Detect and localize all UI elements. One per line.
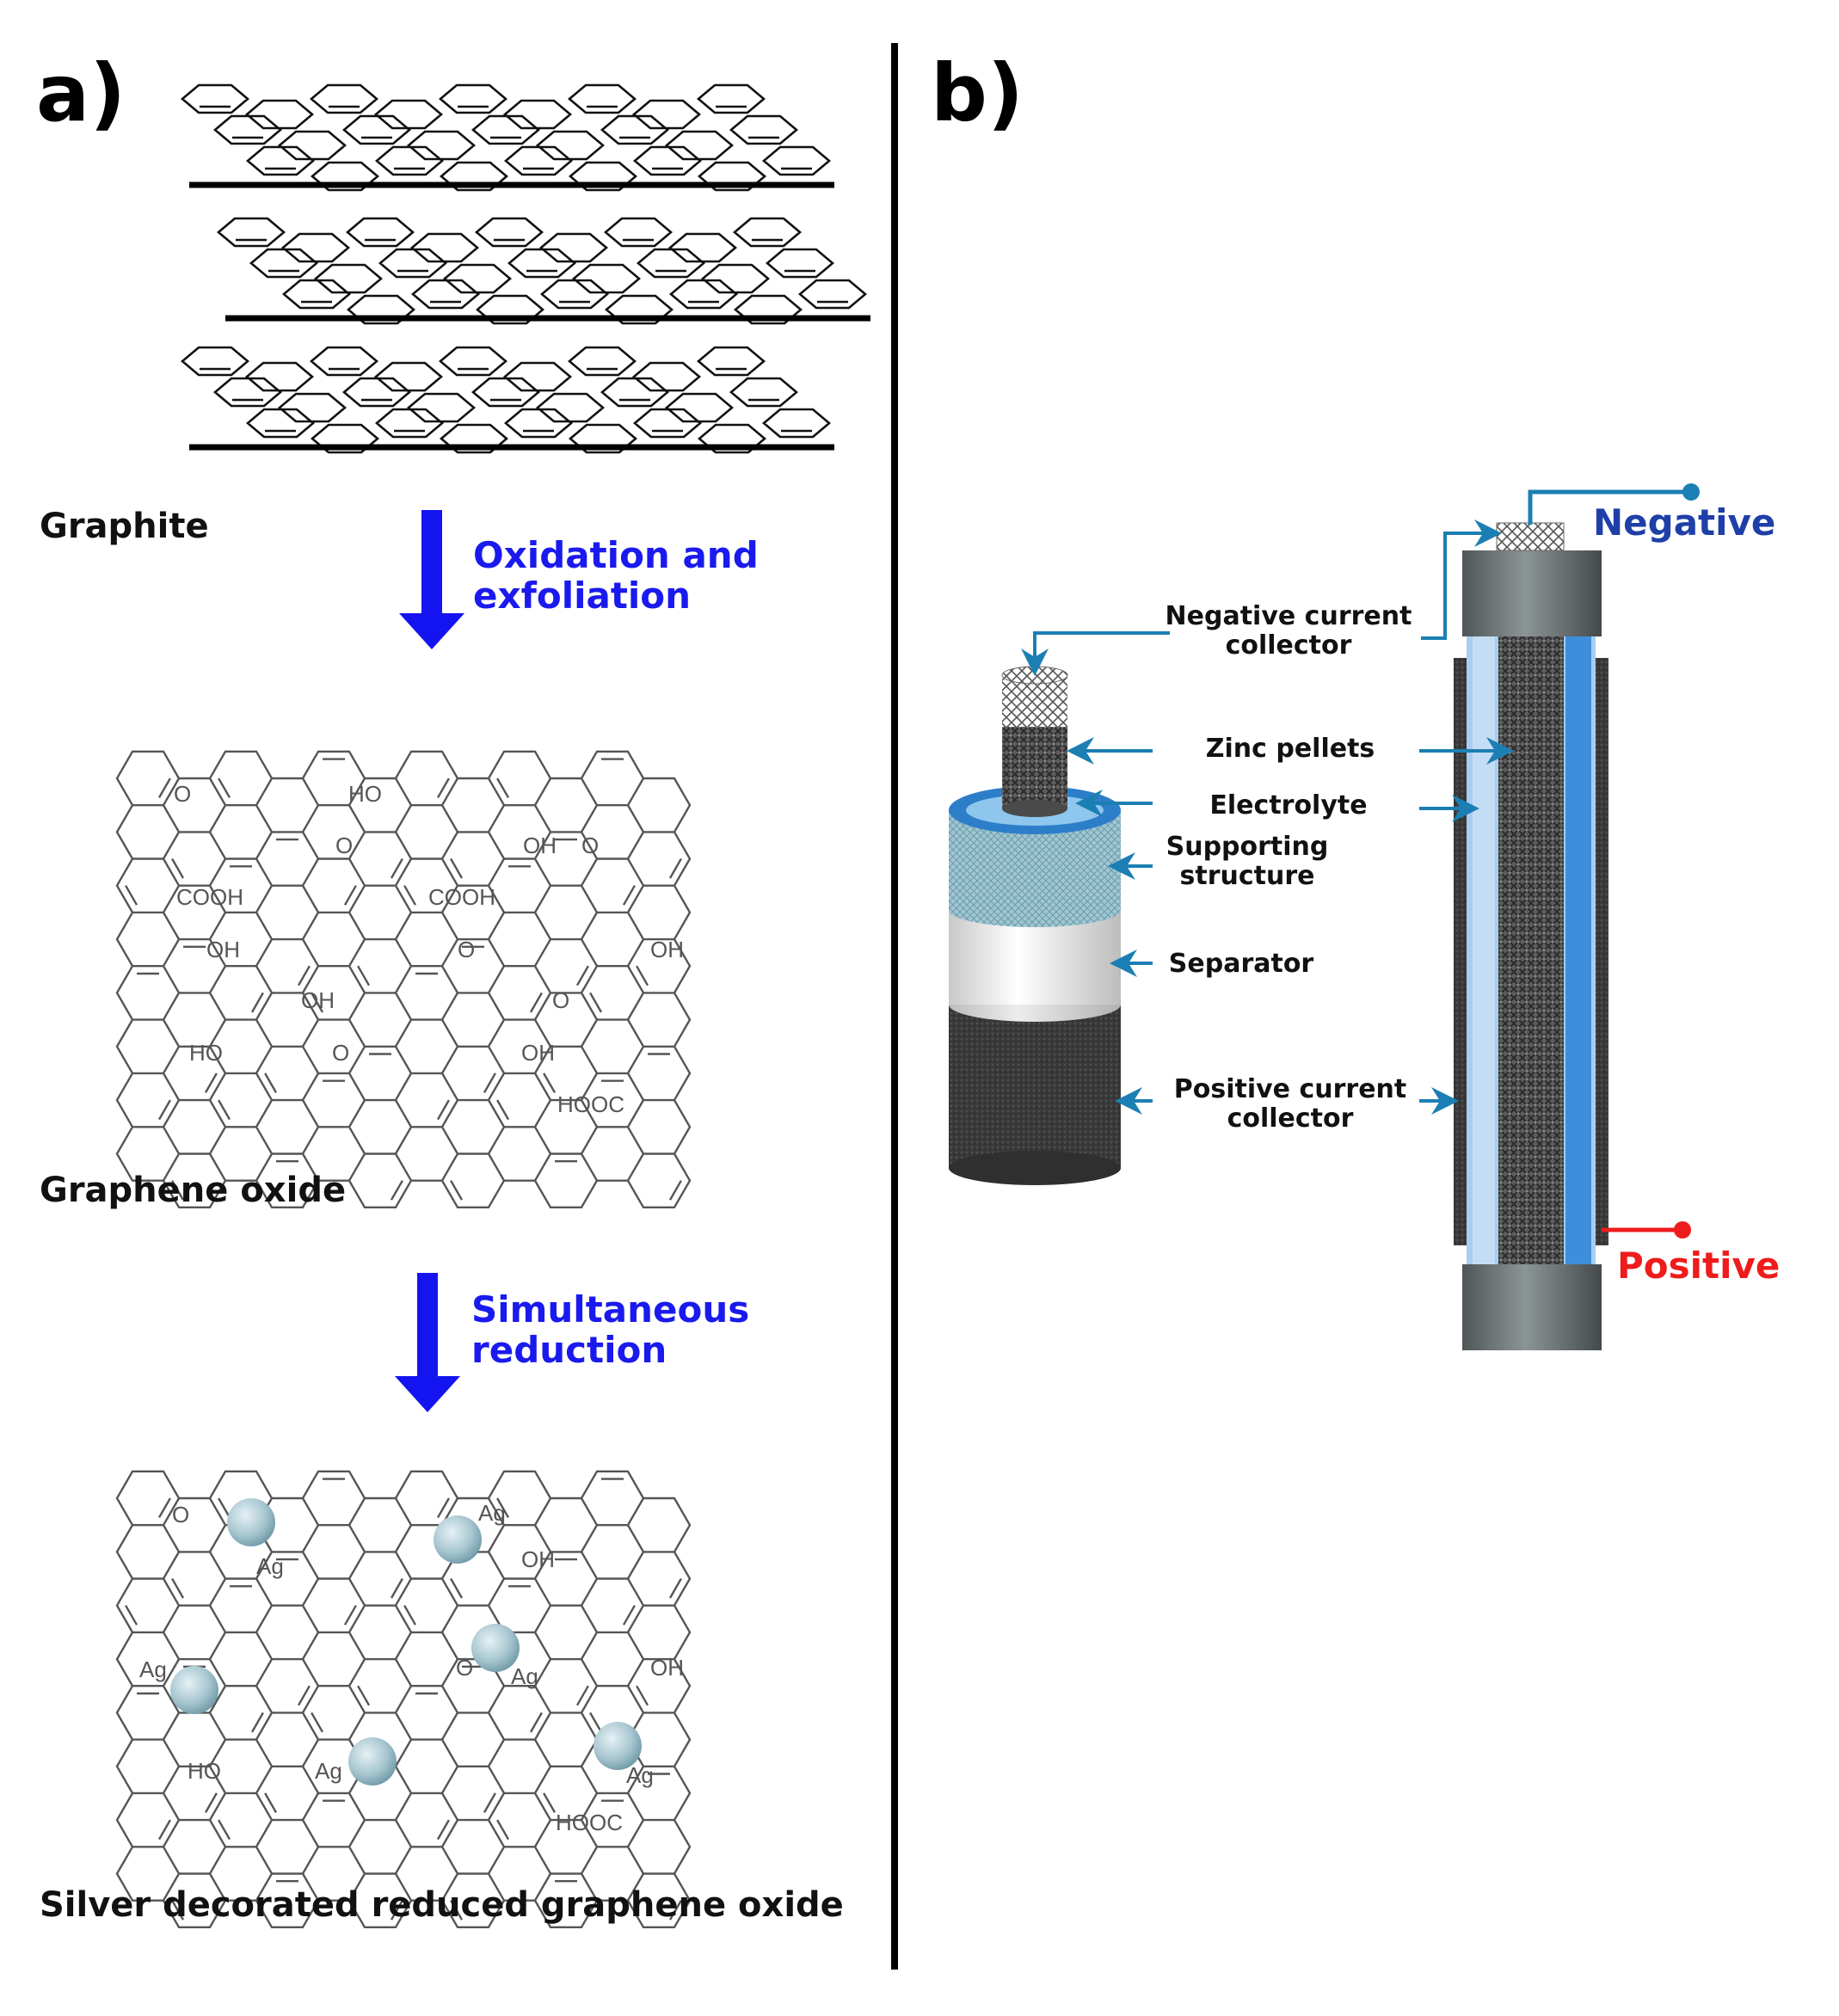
rgo-group: HO: [188, 1758, 221, 1784]
go-group: O: [335, 833, 353, 858]
go-group: O: [332, 1040, 349, 1066]
rgo-group: OH: [650, 1655, 684, 1681]
rgo-group: Ag: [139, 1656, 167, 1682]
reduction-arrow-icon: [395, 1273, 460, 1412]
rgo-group: Ag: [256, 1553, 284, 1579]
electrolyte-label: Electrolyte: [1209, 790, 1367, 821]
lattice-lines: [115, 750, 692, 1208]
graphite-structure: [180, 83, 870, 454]
battery-exploded-view: [949, 666, 1121, 1185]
silver-nanoparticles: [170, 1498, 642, 1786]
positive-collector-label-2: collector: [1227, 1103, 1354, 1134]
go-group: OH: [523, 833, 557, 858]
go-group: HO: [189, 1040, 223, 1066]
top-cap: [1462, 550, 1602, 636]
panel-b-label: b): [931, 47, 1024, 139]
zinc-pellets-label: Zinc pellets: [1206, 734, 1375, 764]
graphene-oxide-caption: Graphene oxide: [40, 1171, 346, 1210]
positive-label: Positive: [1617, 1245, 1780, 1287]
rgo-group: OH: [521, 1546, 555, 1572]
rgo-group: Ag: [478, 1500, 506, 1526]
positive-terminal: [1602, 1221, 1691, 1238]
graphite-sheet: [180, 346, 832, 454]
step2-label-line1: Simultaneous: [471, 1288, 749, 1331]
go-group: O: [552, 987, 569, 1013]
rgo-caption: Silver decorated reduced graphene oxide: [40, 1885, 844, 1925]
bottom-cap: [1462, 1264, 1602, 1350]
rgo-group: HOOC: [556, 1810, 623, 1835]
oxidation-arrow-icon: [399, 510, 464, 649]
step2-label-line2: reduction: [471, 1329, 667, 1371]
supporting-structure-label: Supporting: [1166, 832, 1329, 862]
arrow-icon: [1421, 519, 1502, 640]
go-group: O: [458, 937, 475, 962]
battery-cross-section: [1454, 522, 1608, 1350]
go-group: O: [581, 833, 599, 858]
graphene-oxide-groups: O HO O OH O COOH COOH OH O OH OH O HO O …: [174, 781, 684, 1117]
panel-a-label: a): [36, 47, 126, 139]
step1-label-line2: exfoliation: [473, 575, 691, 617]
go-group: O: [174, 781, 191, 807]
part-labels: Negative current collector Zinc pellets …: [1166, 601, 1412, 1134]
reduced-graphene-oxide-groups: O Ag Ag OH Ag O Ag OH HO Ag Ag HOOC: [139, 1500, 684, 1835]
go-group: COOH: [428, 884, 495, 910]
go-group: HO: [348, 781, 382, 807]
rgo-group: O: [172, 1502, 189, 1527]
go-group: OH: [301, 987, 335, 1013]
step1-label-line1: Oxidation and: [473, 534, 759, 576]
zinc-core-section: [1498, 632, 1564, 1269]
go-group: COOH: [176, 884, 243, 910]
negative-terminal: [1528, 483, 1700, 525]
silver-particle-icon: [471, 1624, 520, 1672]
rgo-group: Ag: [511, 1663, 538, 1689]
graphite-sheet: [216, 217, 868, 325]
silver-particle-icon: [227, 1498, 275, 1546]
silver-particle-icon: [348, 1737, 397, 1786]
positive-collector-label: Positive current: [1174, 1074, 1406, 1104]
negative-tab: [1496, 522, 1565, 551]
go-group: OH: [521, 1040, 555, 1066]
supporting-structure-label-2: structure: [1180, 861, 1315, 891]
negative-collector-label: Negative current: [1166, 601, 1412, 631]
go-group: HOOC: [557, 1091, 624, 1117]
rgo-group: Ag: [315, 1758, 342, 1784]
silver-particle-icon: [170, 1666, 218, 1714]
rgo-group: O: [456, 1655, 473, 1681]
pointer-arrows: [1021, 519, 1514, 1115]
go-group: OH: [650, 937, 684, 962]
negative-label: Negative: [1593, 501, 1775, 544]
go-group: OH: [206, 937, 240, 962]
graphite-sheet: [180, 83, 832, 192]
arrow-icon: [1021, 631, 1170, 676]
silver-particle-icon: [434, 1515, 482, 1564]
graphene-oxide-lattice: [115, 750, 692, 1208]
rgo-group: Ag: [626, 1762, 654, 1788]
negative-collector-label-2: collector: [1226, 630, 1352, 661]
separator-label: Separator: [1169, 949, 1314, 979]
silver-particle-icon: [594, 1722, 642, 1770]
graphite-caption: Graphite: [40, 507, 209, 546]
